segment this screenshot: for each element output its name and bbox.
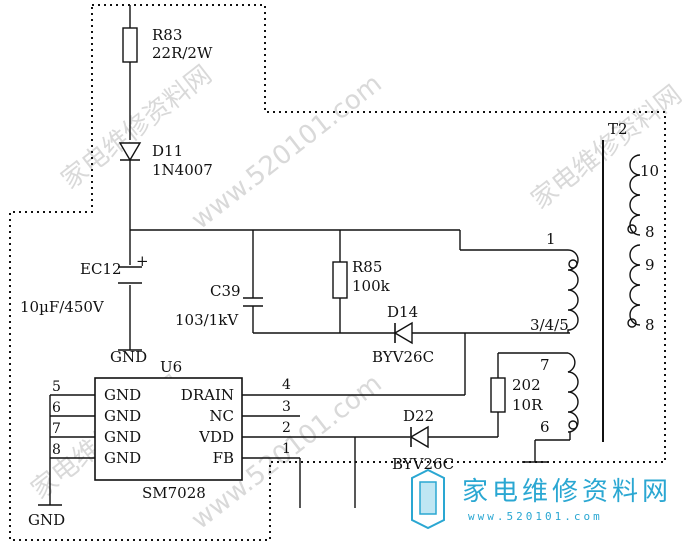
ic-pin-name-3: NC <box>209 407 234 425</box>
ic-pin-name-5: GND <box>104 386 141 404</box>
r83-value: 22R/2W <box>152 44 213 62</box>
t2-pin-1: 1 <box>546 230 556 248</box>
r202-value: 10R <box>512 396 543 414</box>
r85-ref: R85 <box>352 258 382 276</box>
resistor-r202 <box>490 377 506 413</box>
ec12-ref: EC12 <box>80 260 122 278</box>
ic-pin-num-3: 3 <box>282 399 291 415</box>
ic-pin-num-8: 8 <box>52 442 61 458</box>
t2-pin-8a: 8 <box>645 223 655 241</box>
ec12-value: 10µF/450V <box>20 298 105 316</box>
ic-pin-name-4: DRAIN <box>181 386 234 404</box>
r83-ref: R83 <box>152 26 182 44</box>
ic-pin-name-8: GND <box>104 449 141 467</box>
diode-d11 <box>118 142 142 162</box>
t2-ref: T2 <box>608 120 628 138</box>
ic-pin-num-5: 5 <box>52 379 61 395</box>
gnd-lower-label: GND <box>28 511 65 529</box>
ic-pin-name-7: GND <box>104 428 141 446</box>
ic-pin-num-1: 1 <box>282 441 291 457</box>
t2-pin-8b: 8 <box>645 316 655 334</box>
diode-d14 <box>393 321 413 345</box>
brand-name: 家电维修资料网 <box>462 477 672 507</box>
r85-value: 100k <box>352 277 391 295</box>
ic-ref: U6 <box>160 358 182 376</box>
watermark-url-1: www.520101.com <box>186 69 388 236</box>
d11-ref: D11 <box>152 142 183 160</box>
d22-part: BYV26C <box>392 455 454 473</box>
resistor-r83 <box>122 27 138 63</box>
t2-pin-10: 10 <box>640 162 659 180</box>
ic-pin-num-7: 7 <box>52 421 61 437</box>
capacitor-c39 <box>243 297 263 307</box>
brand-logo: 家电维修资料网 www.520101.com <box>411 468 672 530</box>
ic-part: SM7028 <box>142 484 206 502</box>
capacitor-ec12: + <box>118 252 149 284</box>
t2-pin-345: 3/4/5 <box>530 316 569 334</box>
board-boundary <box>9 4 666 541</box>
wires <box>38 5 571 508</box>
d11-part: 1N4007 <box>152 161 213 179</box>
resistor-r85 <box>332 261 348 299</box>
ic-pin-num-2: 2 <box>282 420 291 436</box>
diode-d22 <box>409 425 429 449</box>
transformer-t2 <box>567 140 641 442</box>
ic-pin-name-2: VDD <box>198 428 234 446</box>
watermark-cn-3: 家电维修资料网 <box>526 80 685 216</box>
t2-pin-9: 9 <box>645 256 655 274</box>
gnd-upper-label: GND <box>110 348 147 366</box>
d14-part: BYV26C <box>372 348 434 366</box>
ic-u6-body <box>94 377 243 481</box>
brand-logo-icon <box>411 468 445 530</box>
brand-url: www.520101.com <box>468 510 603 523</box>
t2-pin-7: 7 <box>540 356 550 374</box>
c39-ref: C39 <box>210 282 241 300</box>
ic-pin-name-1: FB <box>213 449 234 467</box>
ic-pin-name-6: GND <box>104 407 141 425</box>
ic-pin-num-6: 6 <box>52 400 61 416</box>
d14-ref: D14 <box>387 303 418 321</box>
c39-value: 103/1kV <box>175 311 239 329</box>
svg-text:+: + <box>136 252 149 270</box>
ic-pin-num-4: 4 <box>282 377 291 393</box>
r202-ref: 202 <box>512 376 541 394</box>
d22-ref: D22 <box>403 407 434 425</box>
t2-pin-6: 6 <box>540 418 550 436</box>
